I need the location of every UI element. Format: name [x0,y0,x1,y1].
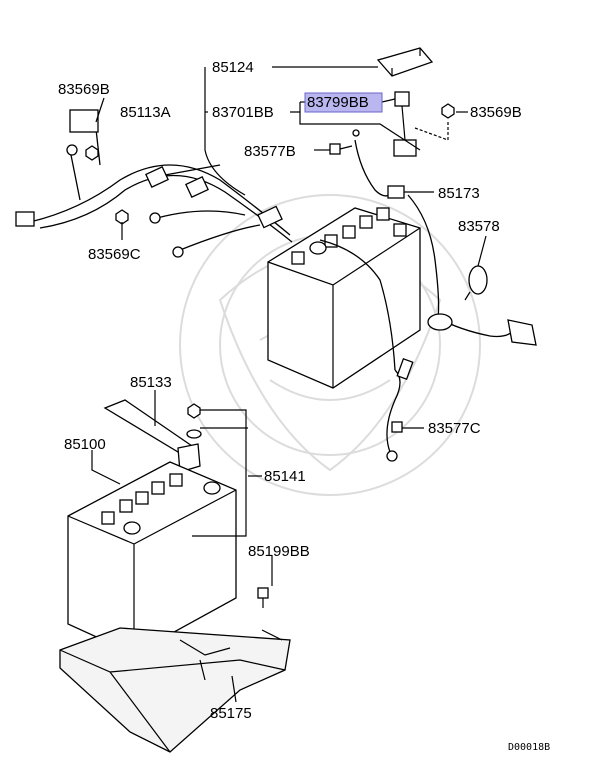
leader-lines [91,66,487,703]
label-85133[interactable]: 85133 [130,374,172,391]
label-85141[interactable]: 85141 [264,468,306,485]
harness-clip-2 [185,175,209,199]
label-83577b[interactable]: 83577B [244,143,296,160]
upper-cell-cap-4 [359,215,373,229]
terminal-cover-85124[interactable] [376,47,434,77]
diagram-code: D00018B [508,742,550,753]
harness-clip-3 [257,205,283,229]
label-85175[interactable]: 85175 [210,705,252,722]
part-labels: 85124 83569B 85113A 83701BB 83799BB 8356… [58,59,550,753]
label-85100[interactable]: 85100 [64,436,106,453]
label-85173[interactable]: 85173 [438,185,480,202]
harness-ring-terminal [66,144,78,156]
nut-83569c[interactable] [115,209,129,225]
label-83577c[interactable]: 83577C [428,420,481,437]
upper-cell-cap-6 [393,223,407,237]
wiring-harness[interactable] [15,109,293,258]
nut-83569b-right[interactable] [441,103,455,119]
upper-cell-cap-5 [376,207,390,221]
harness-ring-terminal-3 [172,246,184,258]
label-83578[interactable]: 83578 [458,218,500,235]
battery-tray-85175[interactable] [59,627,291,753]
harness-ring-terminal-2 [149,212,161,224]
nut-83569b-left[interactable] [85,145,99,161]
label-83569b-right[interactable]: 83569B [470,104,522,121]
fusible-link-83799bb[interactable] [393,91,417,157]
upper-terminal-post [309,241,327,255]
small-nut [352,129,360,137]
harness-connector-left [69,109,99,133]
upper-cell-cap-1 [291,251,305,265]
bolt-83577b[interactable] [329,143,353,155]
lower-battery-85100[interactable] [67,461,237,655]
hold-down-bracket-85133[interactable] [103,399,201,473]
label-85124[interactable]: 85124 [212,59,254,76]
label-85199bb[interactable]: 85199BB [248,543,310,560]
ground-cable-83577c[interactable] [386,357,414,462]
label-85113a[interactable]: 85113A [120,104,171,121]
bolt-85199bb[interactable] [257,587,269,608]
harness-connector-right [427,313,537,346]
clamp-83578[interactable] [464,265,488,301]
label-83569c[interactable]: 83569C [88,246,141,263]
upper-cell-cap-3 [342,225,356,239]
harness-clip-1 [145,165,169,189]
label-83701bb[interactable]: 83701BB [212,104,274,121]
upper-battery-group [267,207,421,389]
label-83569b-left[interactable]: 83569B [58,81,110,98]
label-83799bb[interactable]: 83799BB [307,94,369,111]
battery-cable-85173[interactable] [319,139,440,371]
highlight-83799bb [304,92,383,113]
harness-plug-left [15,211,35,227]
